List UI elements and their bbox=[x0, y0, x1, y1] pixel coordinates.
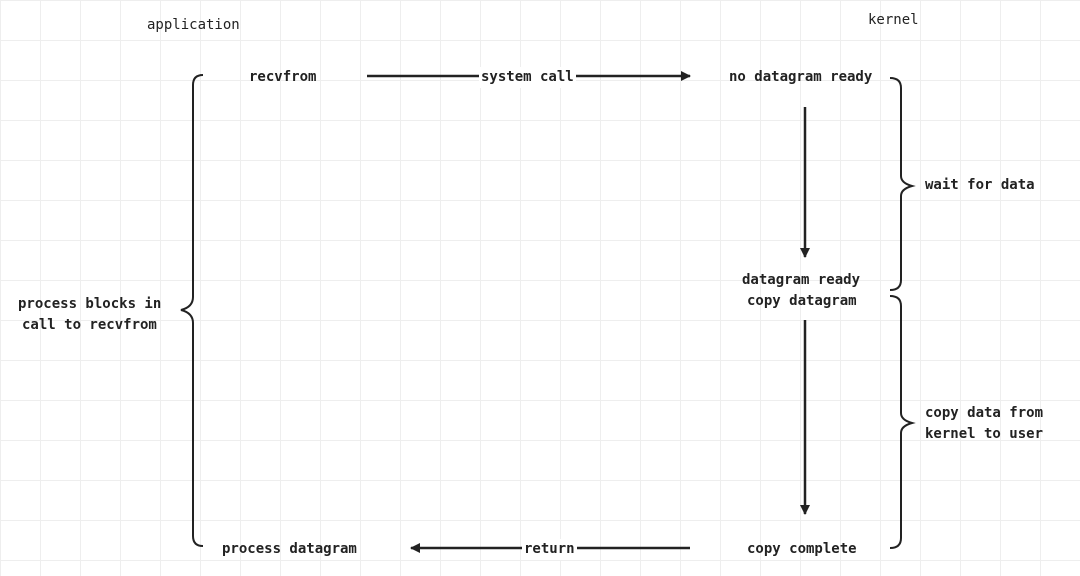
copy-data-label-line1: copy data from bbox=[925, 405, 1044, 421]
process-datagram-label: process datagram bbox=[222, 541, 357, 557]
process-blocks-brace bbox=[180, 74, 204, 547]
copy-data-label-line2: kernel to user bbox=[925, 426, 1044, 442]
system-call-label: system call bbox=[479, 67, 576, 88]
wait-for-data-label: wait for data bbox=[925, 177, 1035, 193]
wait-for-data-brace bbox=[889, 77, 916, 291]
datagram-ready-label: datagram ready bbox=[742, 272, 861, 288]
copy-data-brace bbox=[889, 295, 916, 549]
copy-datagram-label: copy datagram bbox=[747, 293, 857, 309]
return-label: return bbox=[522, 539, 577, 560]
kernel-header: kernel bbox=[868, 12, 919, 28]
process-blocks-label-line1: process blocks in bbox=[18, 296, 162, 312]
recvfrom-label: recvfrom bbox=[249, 69, 317, 85]
copy-complete-label: copy complete bbox=[747, 541, 857, 557]
process-blocks-label-line2: call to recvfrom bbox=[22, 317, 157, 333]
no-datagram-ready-label: no datagram ready bbox=[729, 69, 873, 85]
application-header: application bbox=[147, 17, 240, 33]
